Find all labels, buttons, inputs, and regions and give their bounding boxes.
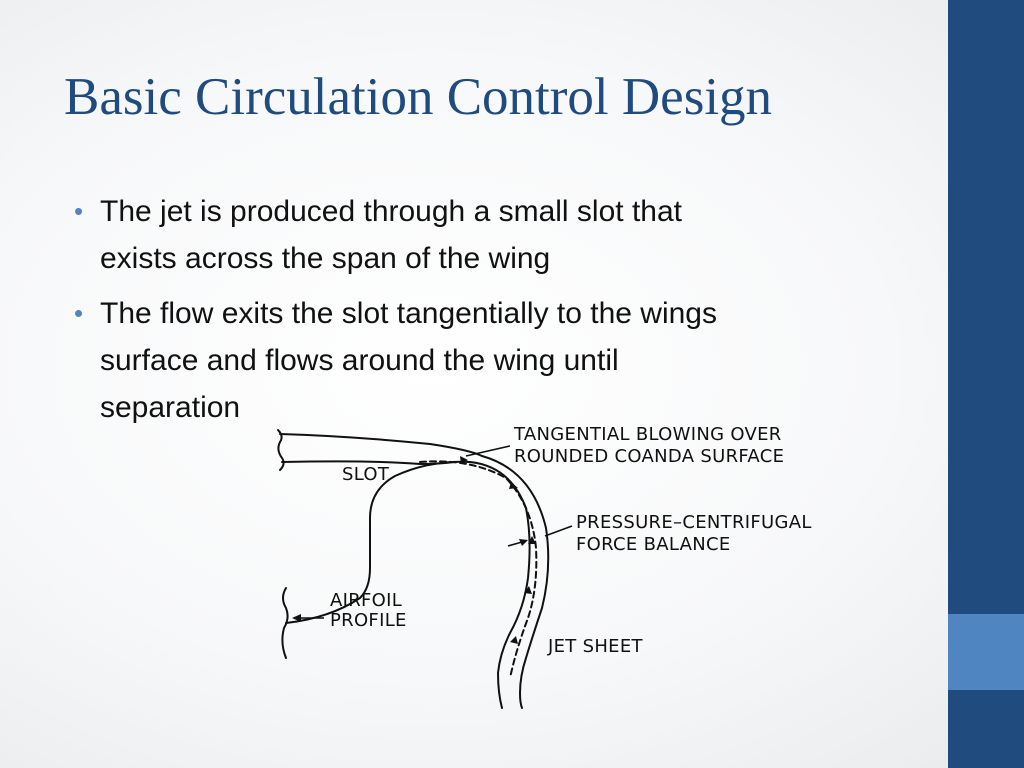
airfoil-arrow-icon (292, 614, 301, 622)
label-airfoil-1: AIRFOIL (330, 590, 402, 611)
bullet-item: • The flow exits the slot tangentially t… (72, 290, 872, 431)
flow-arrow-icon (510, 636, 518, 644)
label-airfoil-2: PROFILE (330, 610, 407, 631)
airfoil-profile (285, 460, 531, 709)
bullet-marker-icon: • (74, 298, 84, 328)
flow-arrow-icon (524, 586, 532, 594)
bullet-line: The jet is produced through a small slot… (100, 195, 682, 228)
sidebar-accent-block (948, 614, 1024, 690)
flow-arrow-icon (509, 482, 518, 489)
bullet-item: • The jet is produced through a small sl… (72, 188, 872, 282)
lower-break-mark (281, 587, 289, 659)
upper-break-mark (277, 429, 285, 471)
label-slot: SLOT (342, 464, 390, 485)
label-jet-sheet: JET SHEET (547, 636, 644, 657)
label-tangential-blowing-1: TANGENTIAL BLOWING OVER (513, 424, 782, 445)
flow-arrow-icon (460, 456, 468, 464)
upper-skin (279, 433, 483, 457)
bullet-line: The flow exits the slot tangentially to … (100, 297, 717, 330)
bullet-marker-icon: • (74, 196, 84, 226)
balance-leader (544, 525, 573, 537)
bullet-line: separation (100, 391, 241, 424)
slide-title: Basic Circulation Control Design (64, 68, 773, 126)
balance-arrow-icon (519, 539, 528, 546)
coanda-diagram: TANGENTIAL BLOWING OVER ROUNDED COANDA S… (277, 424, 812, 709)
jet-flow-line (419, 460, 538, 679)
bullet-line: exists across the span of the wing (100, 242, 551, 275)
flow-arrows (460, 456, 536, 644)
label-pressure-balance-2: FORCE BALANCE (576, 534, 731, 555)
jet-sheet-boundary (481, 455, 550, 709)
balance-inner-arrow-line (507, 541, 523, 547)
bullet-list: • The jet is produced through a small sl… (72, 188, 872, 439)
label-pressure-balance-1: PRESSURE–CENTRIFUGAL (576, 512, 812, 533)
label-tangential-blowing-2: ROUNDED COANDA SURFACE (514, 446, 784, 467)
bullet-line: surface and flows around the wing until (100, 344, 619, 377)
flow-arrow-icon (528, 536, 536, 544)
blowing-leader (465, 445, 511, 457)
